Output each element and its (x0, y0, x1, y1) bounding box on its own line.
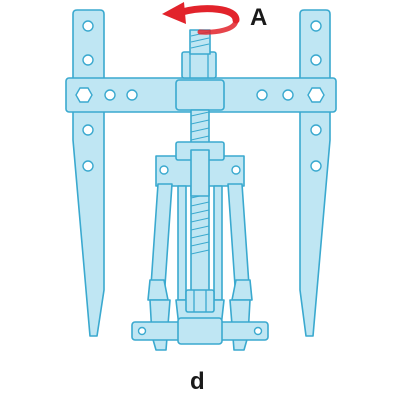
arm-hole (310, 54, 322, 66)
arm-hole (82, 124, 94, 136)
arm-hole (82, 160, 94, 172)
bar-hole (256, 89, 268, 101)
inner-puller-head (155, 141, 245, 197)
hex-nut (75, 87, 93, 103)
arm-hole (82, 20, 94, 32)
cross-bar (65, 77, 337, 113)
arm-hole (82, 54, 94, 66)
bottom-plate (131, 317, 269, 345)
arm-hole (310, 20, 322, 32)
bar-hole (104, 89, 116, 101)
inner-right-arm (227, 183, 253, 301)
arm-hole (310, 124, 322, 136)
rotation-label: A (250, 4, 268, 31)
caption-label: d (190, 368, 205, 395)
right-outer-arm (299, 9, 331, 337)
bar-hole (282, 89, 294, 101)
hex-nut (307, 87, 325, 103)
bar-hole (126, 89, 138, 101)
arm-hole (310, 160, 322, 172)
left-outer-arm (72, 9, 105, 337)
spindle-nut (181, 51, 217, 79)
inner-left-arm (147, 183, 173, 301)
rotation-arrow-icon (162, 2, 240, 35)
inner-center-arm (177, 185, 223, 301)
